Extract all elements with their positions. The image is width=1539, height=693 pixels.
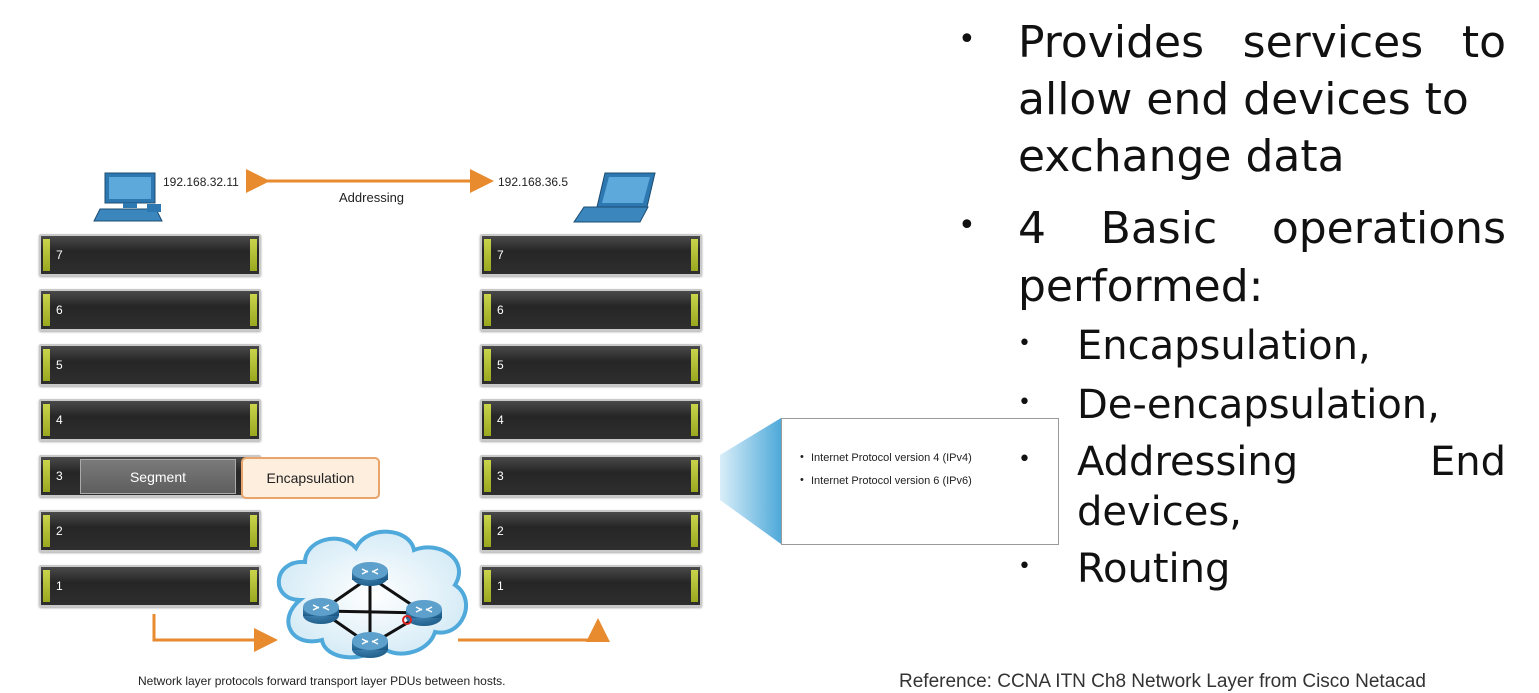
laptop-icon [573,172,656,223]
sub-bullet-addressing-line-2: devices, [1077,489,1242,535]
right-layer-6: 6 [480,289,702,331]
right-layer-3: 3 [480,455,702,497]
right-layer-1: 1 [480,565,702,607]
router-icon [352,632,388,658]
layer-number: 6 [56,303,63,317]
data-flow-arrow [152,614,610,652]
left-layer-5: 5 [39,344,261,386]
reference-text: Reference: CCNA ITN Ch8 Network Layer fr… [899,671,1426,692]
desktop-computer-icon [93,172,163,222]
router-icon [352,562,388,586]
sub-bullet-dot: • [1018,390,1031,415]
left-layer-4: 4 [39,399,261,441]
layer-number: 2 [497,524,504,538]
sub-bullet-dot: • [1018,447,1031,472]
left-layer-7: 7 [39,234,261,276]
sub-bullet-routing: Routing [1077,546,1231,592]
left-layer-1: 1 [39,565,261,607]
cursor-dot-icon [402,615,412,625]
dest-ip-label: 192.168.36.5 [498,175,569,189]
layer-number: 1 [56,579,63,593]
router-icon [406,600,442,626]
network-cloud-icon [276,529,468,660]
layer-number: 1 [497,579,504,593]
sub-bullet-de-encapsulation: De-encapsulation, [1077,382,1440,428]
bullet-dot: • [958,208,976,243]
layer-number: 4 [497,413,504,427]
layer-number: 5 [56,358,63,372]
protocol-list: Internet Protocol version 4 (IPv4) Inter… [800,451,972,498]
sub-bullet-dot: • [1018,554,1031,579]
diagram-caption: Network layer protocols forward transpor… [138,674,506,688]
bullet-1-line-1: Provides services to [1018,17,1506,68]
right-layer-7: 7 [480,234,702,276]
left-layer-2: 2 [39,510,261,552]
left-layer-3: 3 Segment [39,455,261,497]
segment-block: Segment [80,459,236,494]
source-ip-label: 192.168.32.11 [163,175,239,189]
callout-beam [720,418,781,544]
protocol-callout: Internet Protocol version 4 (IPv4) Inter… [781,418,1059,545]
layer-number: 3 [56,469,63,483]
bullet-dot: • [958,22,976,57]
list-item: Internet Protocol version 4 (IPv4) [800,451,972,464]
layer-number: 6 [497,303,504,317]
right-layer-5: 5 [480,344,702,386]
bullet-2-line-1: 4 Basic operations [1018,203,1506,254]
list-item: Internet Protocol version 6 (IPv6) [800,474,972,487]
sub-bullet-addressing-line-1: Addressing End [1077,439,1506,485]
layer-number: 4 [56,413,63,427]
addressing-label: Addressing [339,190,405,205]
layer-number: 7 [497,248,504,262]
right-layer-4: 4 [480,399,702,441]
left-layer-6: 6 [39,289,261,331]
sub-bullet-dot: • [1018,331,1031,356]
layer-number: 3 [497,469,504,483]
bullet-1-line-3: exchange data [1018,131,1345,182]
bullet-1-line-2: allow end devices to [1018,74,1469,125]
right-layer-2: 2 [480,510,702,552]
sub-bullet-encapsulation: Encapsulation, [1077,323,1371,369]
encapsulation-label: Encapsulation [241,457,380,499]
layer-number: 2 [56,524,63,538]
router-icon [303,598,339,624]
layer-number: 5 [497,358,504,372]
layer-number: 7 [56,248,63,262]
bullet-2-line-2: performed: [1018,261,1264,312]
